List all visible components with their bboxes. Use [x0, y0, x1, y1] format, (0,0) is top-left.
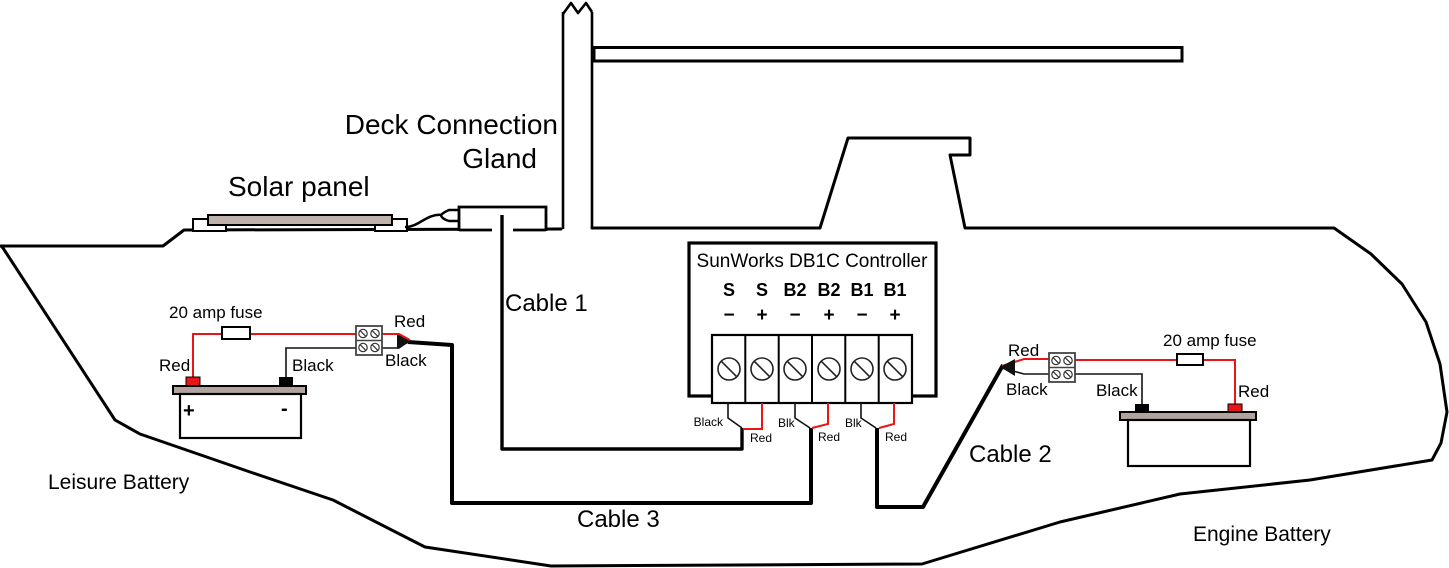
s-neg-wire	[727, 403, 743, 429]
leisure-red-label: Red	[159, 356, 190, 375]
terminal-label-b1a: B1	[850, 280, 873, 300]
terminal-label-b2a: B2	[783, 280, 806, 300]
deck-gland-label-line2: Gland	[462, 143, 537, 174]
engine-battery	[1119, 403, 1257, 468]
leisure-fuse-label: 20 amp fuse	[169, 303, 263, 322]
leisure-battery-plus: +	[183, 400, 195, 422]
mast-lines	[561, 12, 594, 229]
s-neg-wire-label: Black	[694, 415, 724, 429]
leisure-junction-red-label: Red	[394, 312, 425, 331]
engine-battery-bar	[1119, 411, 1257, 421]
terminal-screw-icon	[717, 357, 907, 381]
engine-red-label: Red	[1238, 382, 1269, 401]
leisure-battery-body	[178, 392, 303, 440]
leisure-junction-red-wire	[382, 333, 411, 341]
leisure-battery-label: Leisure Battery	[48, 471, 190, 494]
leisure-battery-bar	[172, 385, 307, 395]
terminal-block	[710, 333, 914, 405]
engine-fuse-label: 20 amp fuse	[1163, 331, 1257, 350]
terminal-sign-3: −	[789, 305, 800, 326]
engine-black-label: Black	[1096, 381, 1138, 400]
cable-2-wire	[875, 364, 1005, 509]
leisure-black-wire	[285, 347, 356, 377]
deck-gland-border	[457, 205, 548, 232]
b1-neg-wire	[860, 403, 877, 429]
controller: SunWorks DB1C Controller S S B2 B2 B1 B1…	[687, 241, 938, 445]
engine-red-wire	[1075, 359, 1236, 404]
terminal-label-s2: S	[756, 280, 768, 300]
leisure-battery-circuit: + - 20 amp fuse Red Black Red Black	[159, 303, 427, 440]
boat-hull	[0, 136, 1449, 568]
s-pos-wire-label: Red	[750, 431, 772, 445]
controller-title: SunWorks DB1C Controller	[697, 251, 929, 272]
cable-2-label: Cable 2	[969, 441, 1052, 468]
terminal-label-b1b: B1	[883, 280, 906, 300]
b2-neg-wire	[794, 403, 811, 429]
leisure-battery: + -	[172, 376, 307, 440]
s-pos-wire	[744, 403, 763, 430]
leisure-fuse-body	[221, 326, 251, 340]
cable-1-label: Cable 1	[505, 290, 588, 317]
terminal-block-dividers	[744, 335, 880, 403]
hull-outline	[0, 136, 1449, 568]
engine-battery-body	[1126, 418, 1252, 468]
terminal-sign-6: +	[889, 305, 900, 326]
leisure-battery-negative-terminal	[279, 377, 293, 387]
controller-wires	[727, 403, 895, 430]
boom	[592, 46, 1184, 63]
engine-black-wire	[1075, 373, 1143, 404]
terminal-sign-4: +	[823, 305, 834, 326]
leisure-red-wire	[192, 333, 356, 377]
deck-gland-label-line1: Deck Connection	[345, 109, 558, 140]
b1-neg-wire-label: Blk	[845, 416, 863, 430]
solar-panel	[192, 208, 462, 232]
terminal-screw-icon	[1051, 355, 1073, 380]
terminal-sign-5: −	[856, 305, 867, 326]
b1-pos-wire	[878, 403, 895, 429]
solar-panel-label: Solar panel	[228, 171, 370, 202]
leisure-cable-junction-arrow	[397, 333, 412, 349]
mast-break-icon	[561, 1, 594, 15]
b2-pos-wire-label: Red	[818, 430, 840, 444]
b1-pos-wire-label: Red	[885, 430, 907, 444]
solar-panel-wire	[404, 213, 444, 229]
engine-battery-label: Engine Battery	[1193, 523, 1331, 546]
b2-pos-wire	[811, 403, 829, 429]
leisure-junction-black-label: Black	[385, 351, 427, 370]
engine-fuse-body	[1176, 353, 1204, 366]
terminal-sign-1: −	[723, 305, 734, 326]
engine-junction-black-label: Black	[1006, 380, 1048, 399]
solar-panel-body	[207, 214, 393, 226]
cable-3-wire	[407, 340, 813, 505]
terminal-sign-2: +	[756, 305, 767, 326]
leisure-battery-minus: -	[281, 398, 288, 420]
cable-3-label: Cable 3	[577, 506, 660, 533]
engine-terminal-block	[1048, 352, 1076, 383]
solar-wire-plug-icon	[439, 208, 462, 223]
cables	[407, 215, 1005, 509]
engine-cable-junction-arrow	[1000, 359, 1015, 376]
engine-battery-circuit: Red Black Black 20 amp fuse Red	[1000, 331, 1269, 468]
mast	[561, 1, 594, 229]
terminal-label-s1: S	[723, 280, 735, 300]
engine-junction-red-label: Red	[1008, 341, 1039, 360]
b2-neg-wire-label: Blk	[778, 416, 796, 430]
terminal-screw-icon	[358, 328, 380, 353]
cable-1-wire	[500, 215, 744, 451]
leisure-black-label: Black	[292, 356, 334, 375]
leisure-terminal-block	[355, 325, 383, 356]
terminal-label-b2b: B2	[817, 280, 840, 300]
engine-battery-negative-terminal	[1135, 404, 1149, 413]
